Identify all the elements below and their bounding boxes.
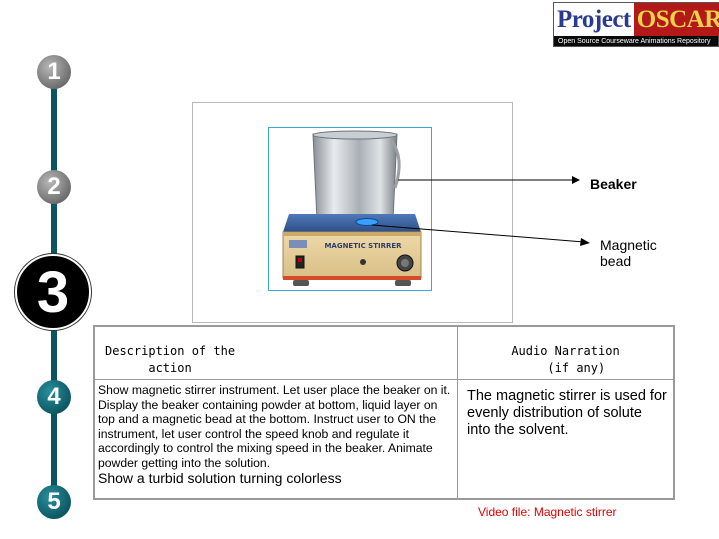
header-description: Description of the action bbox=[95, 327, 458, 379]
step-1-button[interactable]: 1 bbox=[37, 55, 71, 89]
description-cell: Show magnetic stirrer instrument. Let us… bbox=[95, 380, 458, 498]
label-beaker: Beaker bbox=[590, 176, 637, 192]
storyboard-table: Description of the action Audio Narratio… bbox=[93, 325, 675, 500]
step-5-button[interactable]: 5 bbox=[37, 485, 71, 519]
table-header-row: Description of the action Audio Narratio… bbox=[95, 327, 673, 380]
label-magnetic-bead: Magnetic bead bbox=[600, 237, 657, 269]
header-audio-narration: Audio Narration (if any) bbox=[511, 344, 620, 375]
logo-subtitle: Open Source Courseware Animations Reposi… bbox=[558, 38, 711, 45]
device-label: MAGNETIC STIRRER bbox=[324, 242, 402, 250]
logo-oscar-text: OSCAR bbox=[633, 3, 719, 36]
logo-project-text: Project bbox=[554, 3, 634, 36]
video-file-caption: Video file: Magnetic stirrer bbox=[478, 505, 617, 519]
magnetic-stirrer-illustration: MAGNETIC STIRRER bbox=[282, 130, 422, 286]
magnetic-stirrer-photo: MAGNETIC STIRRER bbox=[268, 127, 432, 291]
project-oscar-logo: Project OSCAR Open Source Courseware Ani… bbox=[553, 2, 719, 47]
table-body-row: Show magnetic stirrer instrument. Let us… bbox=[95, 380, 673, 498]
narration-cell: The magnetic stirrer is used for evenly … bbox=[467, 388, 667, 438]
step-4-button[interactable]: 4 bbox=[37, 380, 71, 414]
step-2-button[interactable]: 2 bbox=[37, 170, 71, 204]
description-text: Show magnetic stirrer instrument. Let us… bbox=[98, 383, 451, 470]
step-3-button-active[interactable]: 3 bbox=[15, 254, 91, 330]
description-last-line: Show a turbid solution turning colorless bbox=[98, 469, 342, 486]
